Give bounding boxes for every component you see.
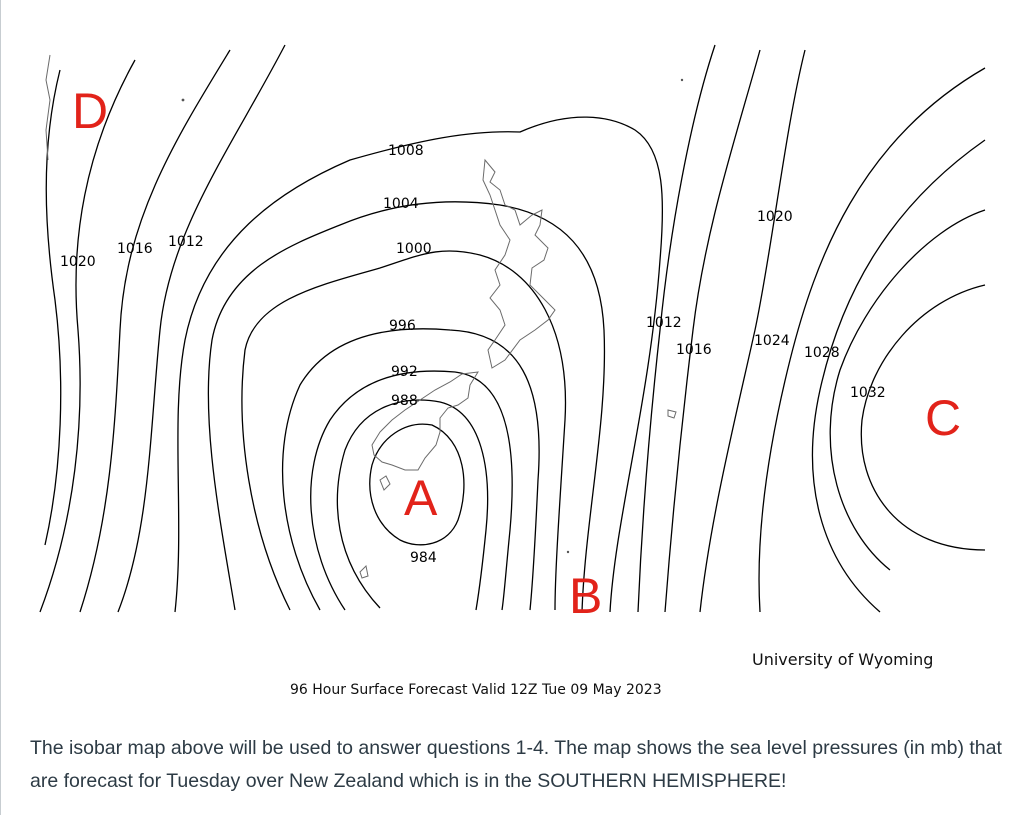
isobar-1020-west [39,59,136,613]
isobar-1008 [174,116,664,613]
isobar-1024 [758,67,986,613]
region-label-b: B [569,568,602,624]
isobar-1000 [241,250,567,611]
isobar-988 [336,399,489,611]
isobar-1020-east [699,49,806,613]
region-label-d: D [72,83,108,139]
stewart-island-coastline [379,475,391,491]
isobar-map: 1008 1004 1000 996 992 988 984 1012 1016… [39,44,986,624]
isobar-western-edge [44,69,62,546]
islet-dot [680,78,684,82]
region-label-a: A [404,470,438,526]
isobar-label-1012-west: 1012 [168,234,204,250]
south-island-coastline [371,371,479,471]
isobar-1012-east [637,44,716,613]
islet-dot [181,98,185,102]
isobar-1016-east [664,49,761,613]
north-island-coastline [482,158,556,369]
isobar-label-1024: 1024 [754,333,790,349]
isobar-label-1028: 1028 [804,345,840,361]
isobar-label-1000: 1000 [396,241,432,257]
map-caption: 96 Hour Surface Forecast Valid 12Z Tue 0… [290,682,662,698]
isobar-1012-west [117,44,286,613]
isobar-label-1020-west: 1020 [60,254,96,270]
isobar-996 [281,328,540,611]
islet-dot [566,550,570,554]
isobar-label-1012-east: 1012 [646,315,682,331]
isobar-1032-outer [829,209,986,571]
isobar-label-992: 992 [391,364,418,380]
isobar-label-988: 988 [391,393,418,409]
isobar-1004 [207,201,606,613]
instructions-text: The isobar map above will be used to ans… [30,737,1002,792]
isobar-label-984: 984 [410,550,437,566]
western-coast-fragment [45,54,51,161]
isobar-984 [369,423,465,546]
isobar-label-1032: 1032 [850,385,886,401]
isobar-label-1016-west: 1016 [117,241,153,257]
isobar-label-1008: 1008 [388,143,424,159]
isobar-992 [310,370,513,611]
map-credit: University of Wyoming [752,650,934,669]
content-left-border [0,0,1,815]
isobar-1032 [860,284,986,551]
isobar-label-996: 996 [389,318,416,334]
southern-islet [359,564,369,579]
isobar-label-1016-east: 1016 [676,342,712,358]
isobar-label-1020-east: 1020 [757,209,793,225]
region-label-c: C [925,390,961,446]
isobar-label-1004: 1004 [383,196,419,212]
chatham-islands-coastline [667,409,677,419]
isobar-1028 [811,139,986,613]
isobar-1016-west [79,49,231,613]
